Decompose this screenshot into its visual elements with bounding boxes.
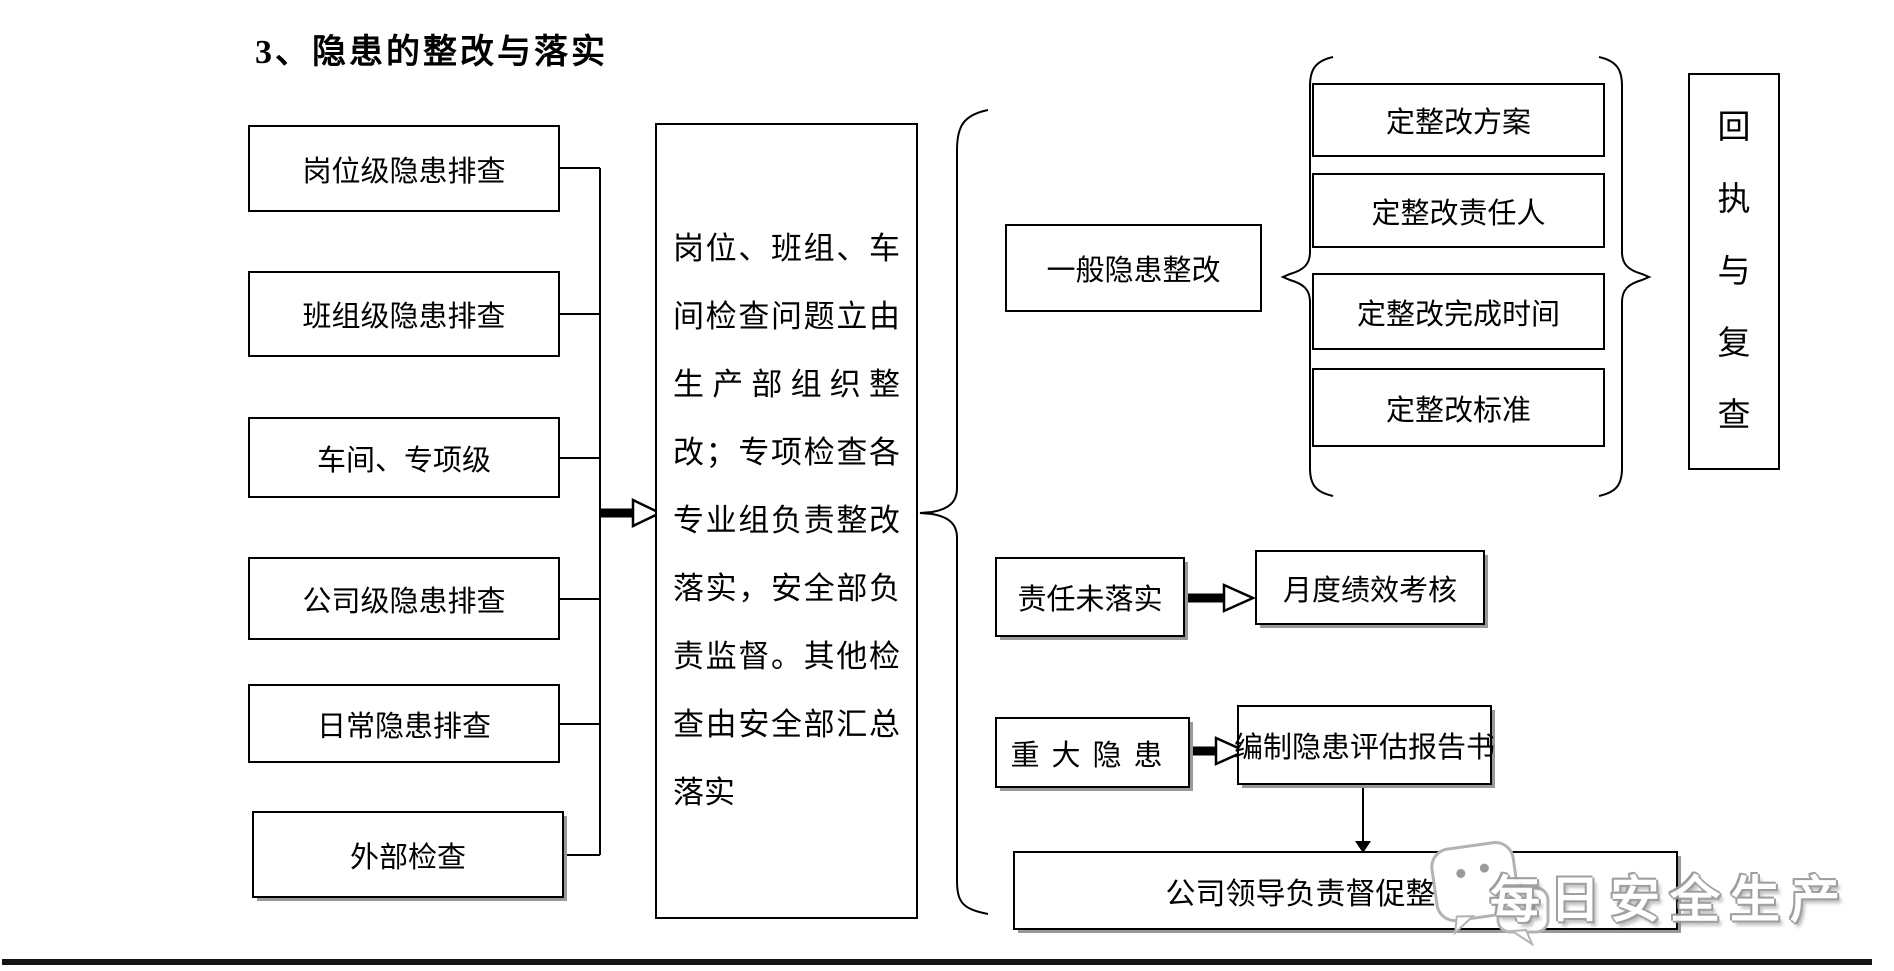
major-danger-label: 重大隐患 <box>1010 739 1175 772</box>
central-process-box: 岗位、班组、车 间检查问题立由 生产部组织整 改；专项检查各 专业组负责整改 落… <box>655 123 918 919</box>
source-box-post-level: 岗位级隐患排查 <box>248 125 560 212</box>
unfulfilled-box: 责任未落实 <box>995 557 1185 637</box>
brace-steps-left <box>1280 56 1334 497</box>
source-box-team-level-label: 班组级隐患排查 <box>302 301 506 333</box>
arrow-head-major <box>1214 736 1249 766</box>
watermark-text: 每日安全生产 <box>1490 872 1850 928</box>
monthly-assessment-box: 月度绩效考核 <box>1255 550 1485 625</box>
source-box-daily: 日常隐患排查 <box>248 684 560 763</box>
central-text-line: 专业组负责整改 <box>673 503 900 538</box>
central-text-line: 岗位、班组、车 <box>673 231 900 266</box>
step-box-responsible-person: 定整改责任人 <box>1312 173 1605 248</box>
report-down-arrow-head <box>1355 841 1371 853</box>
step-box-completion-time-label: 定整改完成时间 <box>1356 298 1560 331</box>
evaluation-report-label: 编制隐患评估报告书 <box>1234 732 1496 764</box>
source-box-company-level-label: 公司级隐患排查 <box>302 585 506 618</box>
arrow-head-main <box>631 498 663 528</box>
bottom-divider <box>2 959 1872 965</box>
source-box-company-level: 公司级隐患排查 <box>248 557 560 640</box>
step-box-standard: 定整改标准 <box>1312 368 1605 447</box>
source-box-post-level-label: 岗位级隐患排查 <box>302 155 506 188</box>
general-rectification-box: 一般隐患整改 <box>1005 224 1262 312</box>
central-text-line: 生产部组织整 <box>673 367 900 402</box>
source-box-daily-label: 日常隐患排查 <box>316 710 491 743</box>
major-danger-box: 重大隐患 <box>995 717 1190 788</box>
receipt-review-label: 回执与复查 <box>1717 109 1751 434</box>
watermark: 每日安全生产 <box>1422 836 1882 956</box>
brace-main <box>919 109 989 915</box>
page-title: 3、隐患的整改与落实 <box>255 34 608 71</box>
central-text-line: 查由安全部汇总 <box>673 707 900 742</box>
step-box-responsible-person-label: 定整改责任人 <box>1371 197 1546 230</box>
source-box-external: 外部检查 <box>252 811 564 898</box>
central-text-line: 责监督。其他检 <box>673 639 900 674</box>
central-text-line: 落实 <box>673 775 735 810</box>
source-box-workshop-special: 车间、专项级 <box>248 417 560 498</box>
source-box-external-label: 外部检查 <box>349 841 466 874</box>
unfulfilled-label: 责任未落实 <box>1017 584 1163 616</box>
general-rectification-label: 一般隐患整改 <box>1046 255 1221 287</box>
monthly-assessment-label: 月度绩效考核 <box>1282 574 1457 607</box>
source-box-workshop-special-label: 车间、专项级 <box>316 444 491 477</box>
step-box-plan-label: 定整改方案 <box>1385 107 1531 139</box>
central-text-line: 间检查问题立由 <box>673 299 900 334</box>
step-box-completion-time: 定整改完成时间 <box>1312 273 1605 350</box>
step-box-plan: 定整改方案 <box>1312 83 1605 157</box>
arrow-head-assessment <box>1222 583 1257 613</box>
brace-steps-right <box>1598 56 1652 497</box>
central-text-line: 落实，安全部负 <box>673 571 900 606</box>
source-box-team-level: 班组级隐患排查 <box>248 271 560 357</box>
wechat-icon <box>1430 841 1550 947</box>
source-collector-line <box>560 167 601 856</box>
receipt-review-box: 回执与复查 <box>1688 73 1780 470</box>
central-text-line: 改；专项检查各 <box>673 435 900 470</box>
step-box-standard-label: 定整改标准 <box>1385 394 1531 427</box>
evaluation-report-box: 编制隐患评估报告书 <box>1234 705 1496 785</box>
